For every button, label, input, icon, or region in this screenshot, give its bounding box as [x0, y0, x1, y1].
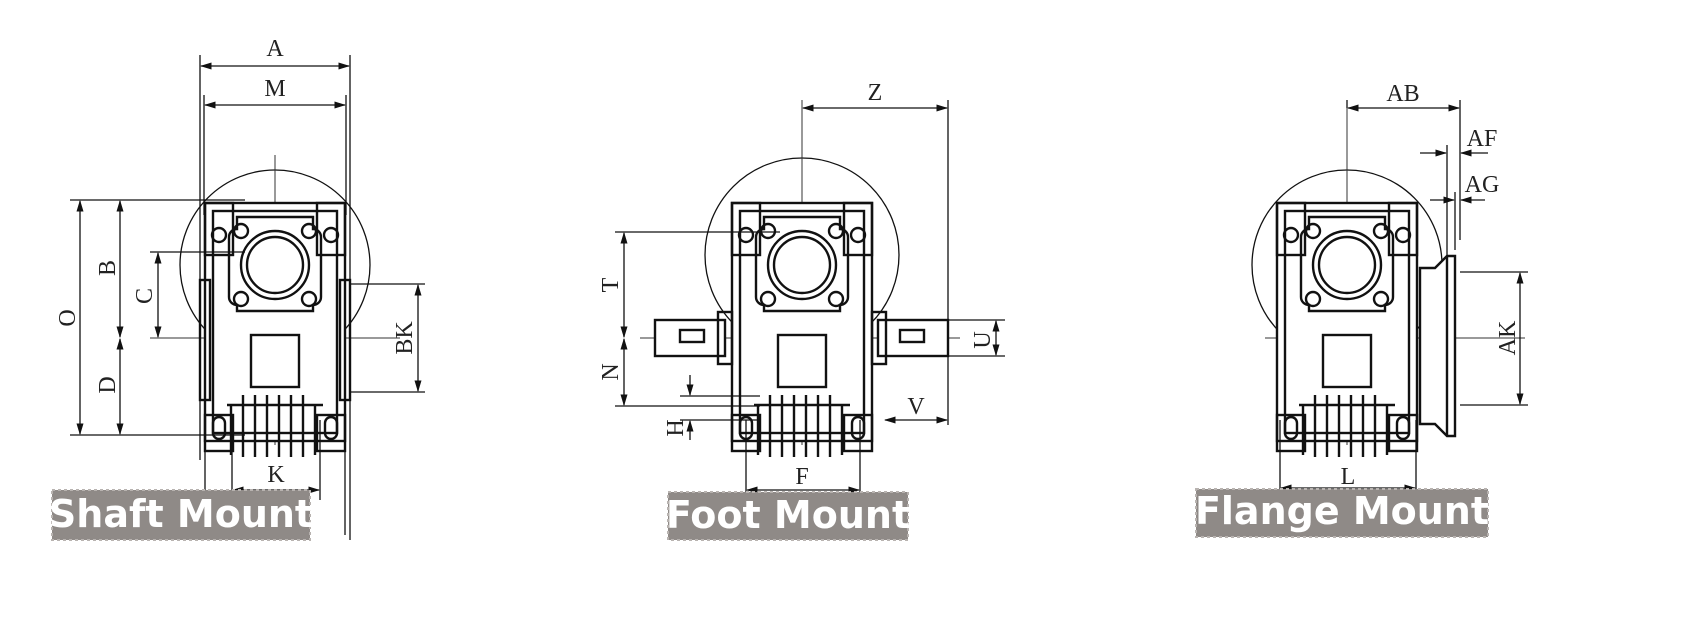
foot-mount-view: Z T N H F U V Foot Mount	[598, 80, 1005, 541]
dim-label-af: AF	[1467, 126, 1498, 152]
dim-label-k: K	[267, 462, 285, 488]
dim-label-ag: AG	[1465, 172, 1500, 198]
dim-label-m: M	[264, 76, 285, 102]
caption-box-foot	[667, 491, 909, 541]
output-flange	[1418, 254, 1457, 438]
dim-label-ab: AB	[1386, 81, 1419, 107]
dim-label-f: F	[795, 464, 808, 490]
dim-label-bk: BK	[392, 321, 418, 355]
caption-shaft-mount: Shaft Mount	[49, 492, 313, 536]
caption-box-shaft	[51, 489, 311, 541]
dim-label-a: A	[266, 36, 284, 62]
shaft-mount-view: A M O B C D BK K Shaft Mount	[49, 36, 425, 541]
dim-label-ak: AK	[1495, 320, 1521, 355]
caption-foot-mount: Foot Mount	[666, 493, 910, 537]
dim-label-l: L	[1341, 464, 1356, 490]
output-shaft-left	[653, 318, 727, 358]
caption-flange-mount: Flange Mount	[1195, 489, 1489, 533]
dim-label-z: Z	[868, 80, 883, 106]
dim-label-v: V	[907, 394, 925, 420]
output-shaft-right	[876, 318, 950, 358]
dim-label-n: N	[598, 363, 624, 380]
dim-label-c: C	[132, 288, 158, 304]
dim-label-h: H	[663, 419, 689, 436]
dim-label-u: U	[970, 331, 996, 348]
dim-label-t: T	[598, 277, 624, 292]
dim-label-d: D	[95, 376, 121, 393]
dim-label-o: O	[55, 309, 81, 326]
caption-box-flange	[1195, 488, 1489, 538]
flange-mount-view: AB AF AG AK L Flange Mount	[1195, 81, 1528, 538]
dim-label-b: B	[95, 260, 121, 276]
